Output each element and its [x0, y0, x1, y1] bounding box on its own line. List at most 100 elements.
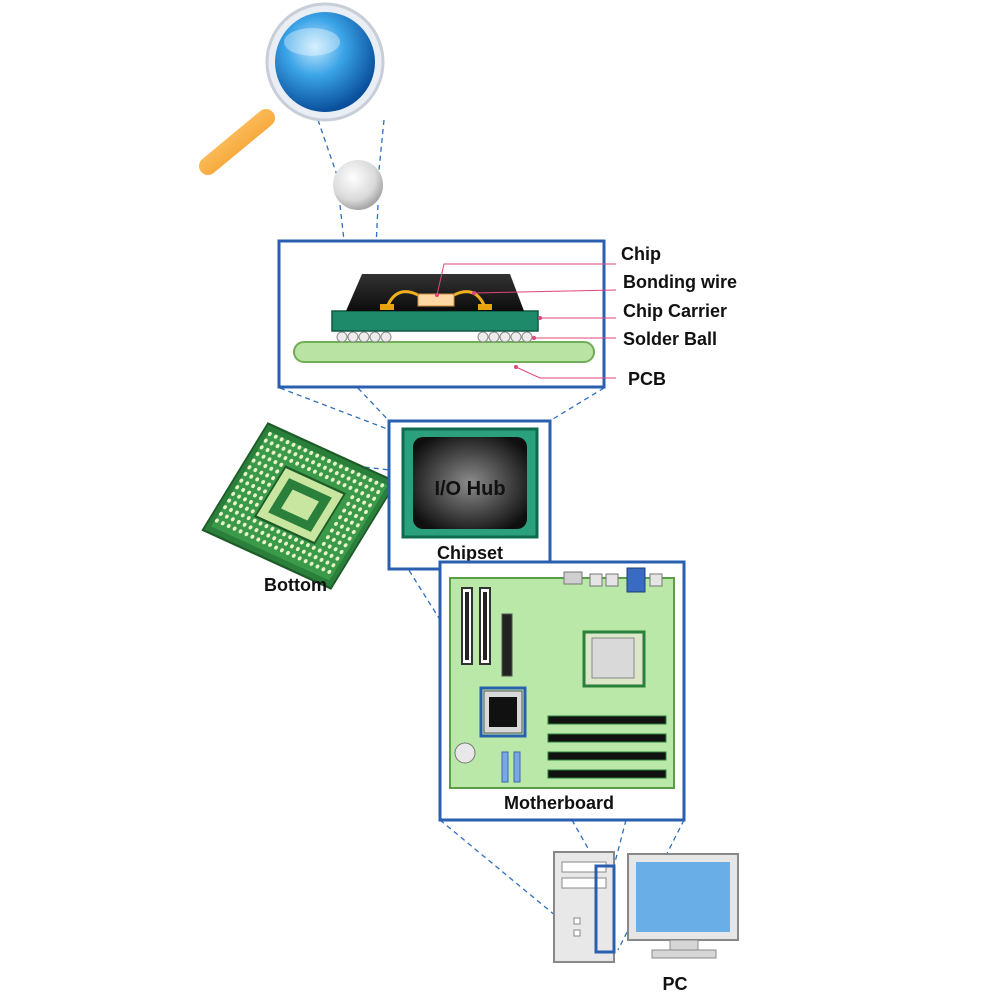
bga-ball	[348, 485, 353, 490]
bga-ball	[342, 508, 347, 513]
label-bottom: Bottom	[264, 575, 327, 595]
bga-ball	[279, 437, 284, 442]
motherboard-icon	[449, 567, 675, 789]
bga-ball	[252, 493, 258, 498]
bga-ball	[278, 538, 283, 543]
bga-ball	[269, 466, 274, 471]
bga-ball	[265, 447, 270, 453]
bga-ball	[316, 462, 322, 468]
bga-ball	[345, 527, 350, 532]
bga-ball	[294, 537, 299, 542]
label-motherboard: Motherboard	[504, 793, 614, 813]
label-io-hub: I/O Hub	[434, 478, 505, 500]
label-pcb: PCB	[628, 369, 666, 389]
package-cross-section	[293, 274, 595, 363]
bga-ball	[338, 464, 343, 469]
bga-ball	[356, 472, 361, 477]
bga-ball	[342, 483, 347, 488]
bga-ball	[299, 454, 304, 459]
bga-ball	[242, 522, 247, 527]
bga-ball	[376, 489, 381, 495]
bga-ball	[321, 541, 326, 546]
bga-ball	[341, 533, 346, 538]
bga-ball	[262, 540, 267, 545]
bga-ball	[309, 450, 314, 455]
bga-ball	[325, 535, 330, 540]
chipset-highlight-box	[479, 686, 527, 738]
bga-ball	[346, 476, 351, 481]
bga-ball	[291, 553, 296, 558]
bga-ball	[265, 473, 270, 478]
bga-ball	[276, 529, 281, 534]
bga-ball	[328, 468, 333, 473]
bga-ball	[355, 523, 360, 528]
bga-ball	[362, 475, 367, 480]
bga-ball	[248, 525, 253, 530]
bga-ball	[313, 555, 318, 560]
bga-ball	[257, 461, 262, 466]
bga-ball	[277, 453, 282, 458]
bga-ball	[315, 564, 320, 569]
bga-ball	[238, 529, 243, 534]
bga-ball	[256, 537, 261, 542]
bga-ball	[268, 542, 273, 547]
bga-ball	[250, 534, 255, 539]
bga-ball	[295, 461, 300, 466]
bga-ball	[323, 551, 328, 556]
bga-ball	[255, 477, 260, 482]
bga-ball	[360, 491, 365, 496]
label-pc: PC	[662, 974, 687, 994]
bga-ball	[242, 497, 248, 502]
bga-ball	[244, 506, 249, 511]
chip-carrier	[331, 310, 539, 332]
solder-balls	[336, 331, 533, 343]
bga-ball	[303, 559, 308, 564]
bga-ball	[293, 452, 298, 457]
bga-ball	[243, 471, 248, 477]
bga-ball	[312, 469, 317, 474]
bga-ball	[358, 481, 363, 486]
bga-ball	[259, 470, 264, 475]
bga-ball	[289, 544, 294, 549]
bga-ball	[311, 545, 316, 550]
bga-ball	[337, 540, 342, 545]
bga-ball	[339, 549, 344, 555]
bga-ball	[350, 495, 355, 500]
bga-ball	[263, 464, 268, 469]
bga-ball	[231, 491, 236, 496]
bga-ball	[228, 507, 233, 512]
bga-ball	[226, 523, 231, 529]
bga-ball	[275, 469, 280, 474]
bga-ball	[329, 553, 334, 558]
bga-ball	[299, 540, 304, 545]
bga-ball	[380, 483, 385, 488]
bga-ball	[306, 466, 312, 472]
bga-ball	[303, 448, 308, 453]
bga-ball	[234, 510, 239, 515]
bga-ball	[227, 498, 232, 503]
bga-ball	[305, 457, 310, 462]
bga-ball	[331, 563, 336, 568]
label-bonding-wire: Bonding wire	[623, 272, 737, 292]
bga-ball	[254, 502, 259, 507]
bga-ball	[343, 517, 348, 522]
bga-ball	[224, 514, 229, 519]
bga-ball	[315, 453, 320, 458]
bga-ball	[218, 511, 223, 516]
bga-ball	[333, 521, 338, 526]
bga-ball	[372, 496, 377, 501]
leader-lines	[436, 263, 617, 379]
bga-ball	[271, 450, 276, 455]
bga-ball	[332, 461, 337, 466]
bga-ball	[281, 446, 286, 451]
bga-ball	[259, 445, 264, 450]
label-chipset: Chipset	[437, 543, 503, 563]
bga-ball	[279, 548, 284, 553]
bga-ball	[329, 528, 334, 533]
label-chip-carrier: Chip Carrier	[623, 301, 727, 321]
bga-ball	[240, 513, 245, 518]
bga-ball	[249, 474, 254, 479]
bga-ball	[321, 456, 326, 461]
bga-ball	[335, 531, 340, 536]
